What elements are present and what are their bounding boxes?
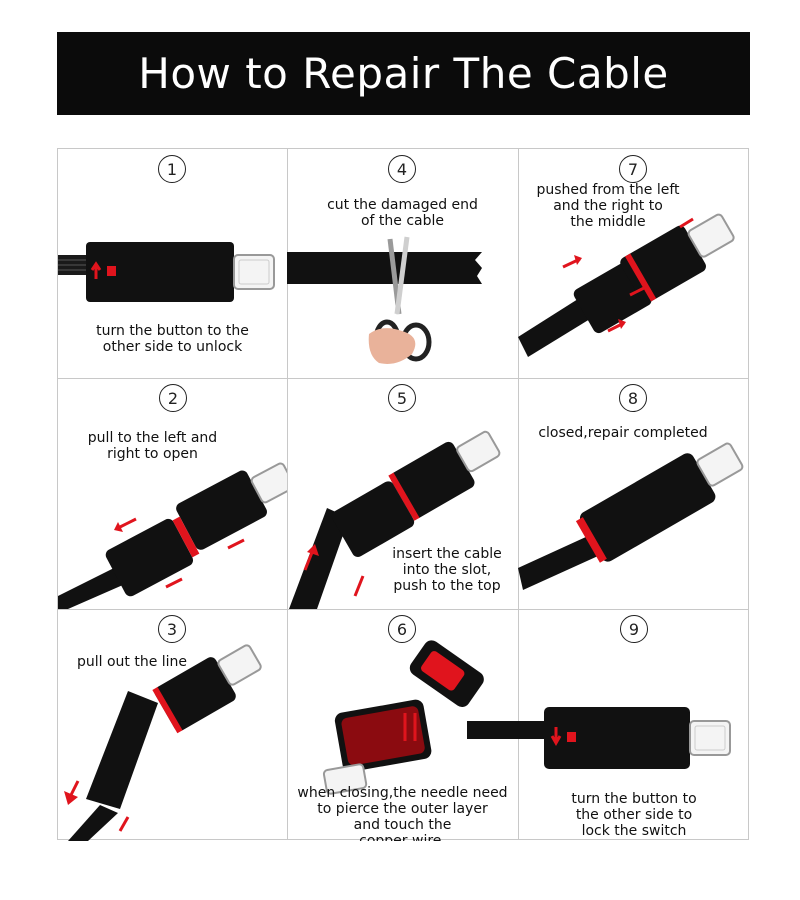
title-banner: How to Repair The Cable <box>57 32 750 115</box>
locked-connector-illustration <box>518 707 731 769</box>
pulling-out-line-illustration <box>64 644 262 841</box>
grid-divider <box>518 149 519 839</box>
grid-divider <box>58 609 748 610</box>
step-number-badge: 4 <box>388 155 416 183</box>
step-number-badge: 7 <box>619 155 647 183</box>
step-3-panel: 3 pull out the line <box>58 609 287 841</box>
step-number-badge: 8 <box>619 384 647 412</box>
step-number-badge: 2 <box>159 384 187 412</box>
closing-needle-pierce-illustration <box>322 640 518 795</box>
page-title: How to Repair The Cable <box>138 49 669 98</box>
scissors-cutting-cable-illustration <box>287 236 482 364</box>
pulling-connector-open-illustration <box>58 462 287 609</box>
pushing-connector-together-illustration <box>518 213 735 357</box>
step-number-badge: 1 <box>158 155 186 183</box>
step-number-badge: 6 <box>388 615 416 643</box>
step-number-badge: 3 <box>158 615 186 643</box>
step-caption: pull out the line <box>76 654 188 670</box>
inserting-cable-into-slot-illustration <box>289 430 501 609</box>
step-8-panel: 8 closed,repair completed <box>518 378 750 609</box>
repaired-connector-illustration <box>518 442 744 590</box>
step-caption: closed,repair completed <box>538 425 708 441</box>
step-number-badge: 5 <box>388 384 416 412</box>
grid-divider <box>58 378 748 379</box>
grid-divider <box>287 149 288 839</box>
step-number-badge: 9 <box>620 615 648 643</box>
unlocked-connector-illustration <box>58 242 275 302</box>
